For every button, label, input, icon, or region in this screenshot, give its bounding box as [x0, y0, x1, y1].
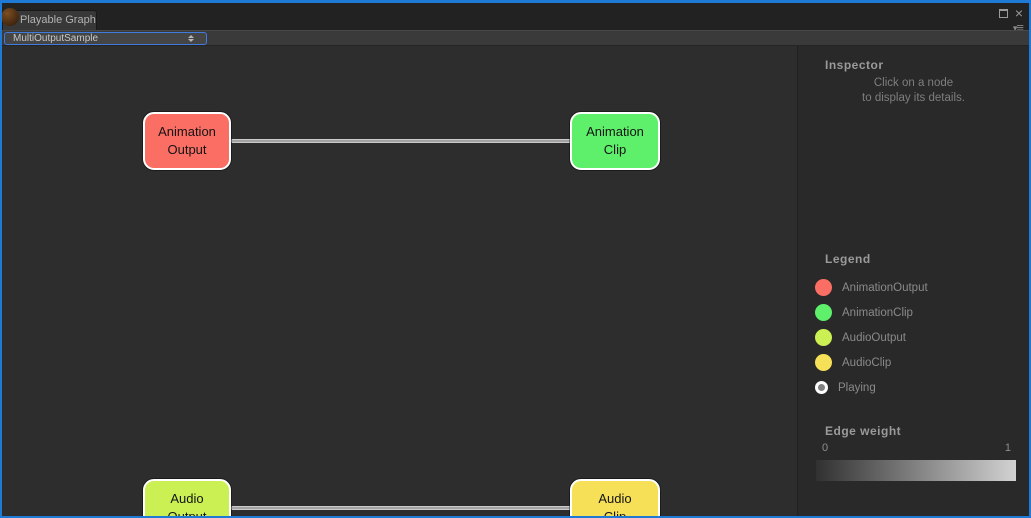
- edge-weight-title: Edge weight: [825, 424, 902, 438]
- inspector-empty-line2: to display its details.: [862, 92, 965, 104]
- legend-label: Playing: [838, 381, 876, 394]
- inspector-empty-message: Click on a node to display its details.: [798, 76, 1029, 106]
- legend-dot-animation-clip: [815, 304, 832, 321]
- node-animation-output[interactable]: Animation Output: [143, 112, 231, 170]
- tab-playable-graph[interactable]: Playable Graph: [2, 10, 97, 30]
- inspector-panel: Inspector Click on a node to display its…: [797, 46, 1029, 516]
- edge-animation-output-to-clip: [231, 139, 572, 143]
- toolbar: MultiOutputSample: [2, 30, 1029, 46]
- graph-selector-dropdown[interactable]: MultiOutputSample: [4, 32, 207, 45]
- legend-label: AnimationClip: [842, 306, 913, 319]
- legend-dot-animation-output: [815, 279, 832, 296]
- inspector-title: Inspector: [825, 58, 884, 72]
- graph-selector-value: MultiOutputSample: [13, 33, 99, 44]
- dropdown-arrows-icon: [188, 35, 194, 42]
- title-bar: Playable Graph × ▾≡: [2, 3, 1029, 35]
- tab-label: Playable Graph: [20, 14, 96, 26]
- node-audio-clip[interactable]: Audio Clip: [570, 479, 660, 516]
- legend-dot-audio-clip: [815, 354, 832, 371]
- legend-dot-playing: [815, 381, 828, 394]
- legend-item-animation-clip: AnimationClip: [798, 300, 1029, 325]
- legend-item-audio-output: AudioOutput: [798, 325, 1029, 350]
- edge-audio-output-to-clip: [231, 506, 572, 510]
- window-menu-icon[interactable]: ▾≡: [1012, 20, 1024, 35]
- edge-weight-max-label: 1: [1004, 442, 1011, 454]
- edge-weight-min-label: 0: [822, 442, 829, 454]
- graph-canvas[interactable]: Animation Output Animation Clip Audio Ou…: [2, 46, 797, 516]
- close-icon[interactable]: ×: [1014, 5, 1023, 21]
- legend-list: AnimationOutput AnimationClip AudioOutpu…: [798, 275, 1029, 400]
- maximize-icon[interactable]: [998, 8, 1008, 18]
- legend-item-playing: Playing: [798, 375, 1029, 400]
- legend-label: AudioOutput: [842, 331, 906, 344]
- legend-label: AudioClip: [842, 356, 892, 369]
- node-animation-clip[interactable]: Animation Clip: [570, 112, 660, 170]
- edge-weight-gradient-bar: [816, 460, 1016, 481]
- legend-item-audio-clip: AudioClip: [798, 350, 1029, 375]
- legend-label: AnimationOutput: [842, 281, 928, 294]
- legend-title: Legend: [825, 252, 871, 266]
- inspector-empty-line1: Click on a node: [873, 77, 954, 89]
- playable-graph-tab-icon: [2, 8, 19, 26]
- legend-item-animation-output: AnimationOutput: [798, 275, 1029, 300]
- node-audio-output[interactable]: Audio Output: [143, 479, 231, 516]
- legend-dot-audio-output: [815, 329, 832, 346]
- edge-weight-scale-labels: 0 1: [822, 442, 1011, 454]
